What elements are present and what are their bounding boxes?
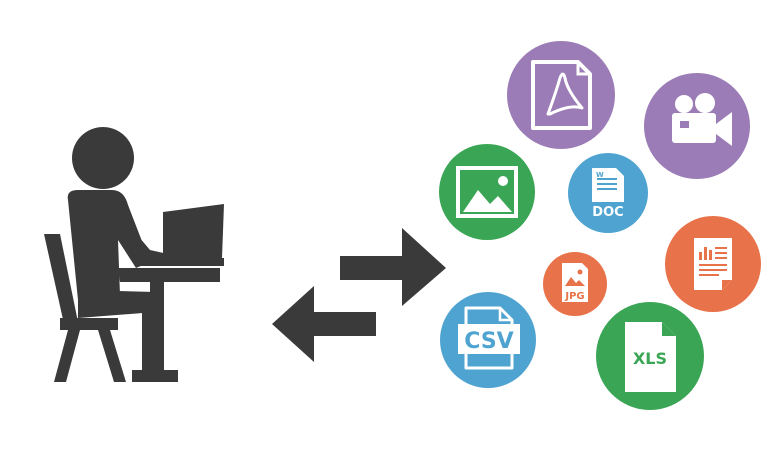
xls-label: XLS — [633, 349, 667, 368]
report-file-icon — [665, 216, 761, 312]
doc-file-icon: W DOC — [568, 153, 648, 233]
pdf-file-icon — [507, 41, 615, 149]
image-file-icon — [439, 144, 535, 240]
csv-label: CSV — [464, 329, 513, 354]
jpg-label: JPG — [564, 291, 584, 302]
right-arrow-icon — [340, 228, 446, 306]
video-camera-icon — [644, 73, 750, 179]
csv-file-icon: CSV — [440, 292, 536, 388]
jpg-file-icon: JPG — [543, 252, 607, 316]
person-at-laptop-icon — [44, 127, 224, 382]
xls-file-icon: XLS — [596, 302, 704, 410]
doc-label: DOC — [592, 205, 623, 220]
doc-tiny-label: W — [596, 171, 604, 179]
left-arrow-icon — [272, 286, 376, 362]
